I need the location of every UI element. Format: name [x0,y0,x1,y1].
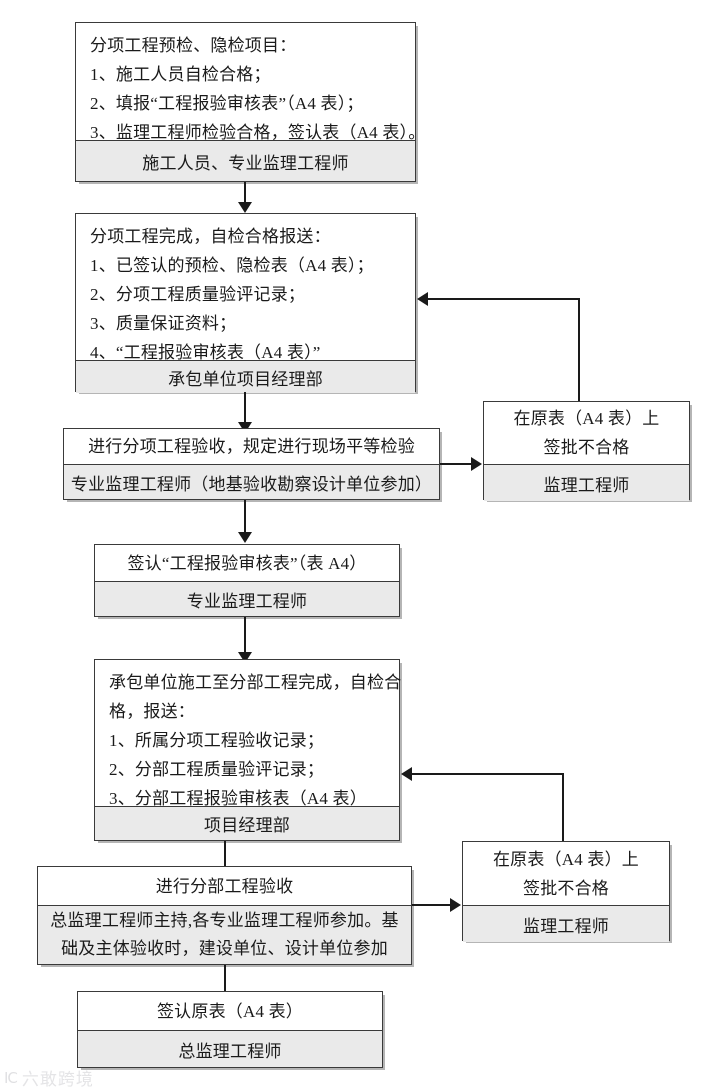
node-3-line-0: 进行分项工程验收，规定进行现场平等检验 [88,437,415,456]
arrowhead-n1-n2 [238,202,252,213]
node-7-role: 总监理工程师 [78,1030,382,1067]
node-5-body: 承包单位施工至分部工程完成，自检合 格，报送： 1、所属分项工程验收记录； 2、… [95,660,402,808]
right-2-role: 监理工程师 [463,905,669,942]
node-6-body: 进行分部工程验收 [38,867,411,905]
node-4-line-0: 签认“工程报验审核表”（表 A4） [127,553,367,573]
connector-r1-n2-horizontal [428,298,580,300]
node-5-line-0: 承包单位施工至分部工程完成，自检合 [109,673,402,692]
right-1-line-1: 签批不合格 [543,438,630,457]
node-sign-original-form: 签认原表（A4 表） 总监理工程师 [77,991,383,1068]
watermark-logo-icon: IC [4,1068,18,1087]
right-2-line-1: 签批不合格 [523,878,609,898]
node-1-line-0: 分项工程预检、隐检项目： [90,36,297,55]
node-1-line-3: 3、监理工程师检验合格，签认表（A4 表）。 [90,123,426,142]
node-4-role: 专业监理工程师 [95,581,399,616]
node-subitem-complete-report: 分项工程完成，自检合格报送： 1、已签认的预检、隐检表（A4 表）； 2、分项工… [75,213,416,393]
node-sign-report-form: 签认“工程报验审核表”（表 A4） 专业监理工程师 [94,544,400,617]
node-5-line-2: 1、所属分项工程验收记录； [109,731,325,750]
node-division-complete-report: 承包单位施工至分部工程完成，自检合 格，报送： 1、所属分项工程验收记录； 2、… [94,659,402,841]
right-2-line-0: 在原表（A4 表）上 [492,849,640,869]
node-reject-sign-1: 在原表（A4 表）上 签批不合格 监理工程师 [483,401,690,501]
right-2-body: 在原表（A4 表）上 签批不合格 [463,842,669,905]
connector-n2-n3 [244,392,246,424]
right-1-role: 监理工程师 [484,464,689,501]
connector-r1-n2-vertical [578,298,580,401]
node-2-line-2: 2、分项工程质量验评记录； [90,285,306,304]
node-5-role: 项目经理部 [95,806,399,840]
node-6-detail-line-1: 础及主体验收时，建设单位、设计单位参加 [61,939,388,958]
node-6-line-0: 进行分部工程验收 [155,876,294,896]
node-1-body: 分项工程预检、隐检项目： 1、施工人员自检合格； 2、填报“工程报验审核表”（A… [76,23,425,142]
connector-n6-n7 [224,965,226,992]
connector-n5-n6 [224,841,226,869]
arrowhead-r2-n5 [401,767,412,781]
right-2-role-label: 监理工程师 [523,916,609,936]
node-1-role-label: 施工人员、专业监理工程师 [142,153,349,173]
connector-n3-n4 [244,500,246,533]
connector-n3-r1 [440,463,472,465]
node-4-role-label: 专业监理工程师 [186,591,308,611]
node-division-acceptance: 进行分部工程验收 总监理工程师主持,各专业监理工程师参加。基 础及主体验收时，建… [37,866,412,965]
node-7-line-0: 签认原表（A4 表） [156,1001,304,1021]
arrowhead-n3-n4 [238,532,252,543]
node-2-line-0: 分项工程完成，自检合格报送： [90,227,331,246]
node-5-line-3: 2、分部工程质量验评记录； [109,760,325,779]
node-2-line-4: 4、“工程报验审核表（A4 表）” [90,343,321,362]
node-7-body: 签认原表（A4 表） [78,992,382,1030]
node-1-role: 施工人员、专业监理工程师 [76,140,415,181]
right-1-line-0: 在原表（A4 表）上 [513,409,660,428]
node-5-line-4: 3、分部工程报验审核表（A4 表） [109,789,367,808]
node-3-role-label: 专业监理工程师（地基验收勘察设计单位参加） [70,474,433,494]
arrowhead-n6-r2 [450,898,461,912]
arrowhead-n4-n5 [238,652,252,663]
node-6-role: 总监理工程师主持,各专业监理工程师参加。基 础及主体验收时，建设单位、设计单位参… [38,905,411,964]
arrowhead-r1-n2 [417,292,428,306]
watermark-text: 六敢跨境 [21,1070,94,1090]
right-1-role-label: 监理工程师 [543,475,630,495]
node-1-line-1: 1、施工人员自检合格； [90,65,271,84]
connector-r2-n5-horizontal [412,773,564,775]
connector-r2-n5-vertical [562,773,564,843]
connector-n6-r2 [412,904,451,906]
node-2-role-label: 承包单位项目经理部 [168,369,323,389]
watermark: IC 六敢跨境 [4,1065,94,1091]
node-3-role: 专业监理工程师（地基验收勘察设计单位参加） [64,464,439,499]
node-7-role-label: 总监理工程师 [178,1041,282,1061]
node-preliminary-inspection: 分项工程预检、隐检项目： 1、施工人员自检合格； 2、填报“工程报验审核表”（A… [75,22,425,182]
arrowhead-n3-r1 [471,457,482,471]
node-reject-sign-2: 在原表（A4 表）上 签批不合格 监理工程师 [462,841,670,942]
right-1-body: 在原表（A4 表）上 签批不合格 [484,402,689,464]
arrowhead-n2-n3 [238,422,252,433]
node-3-body: 进行分项工程验收，规定进行现场平等检验 [64,429,439,464]
node-2-line-1: 1、已签认的预检、隐检表（A4 表）； [90,256,374,275]
node-4-body: 签认“工程报验审核表”（表 A4） [95,545,399,581]
node-6-detail-line-0: 总监理工程师主持,各专业监理工程师参加。基 [50,911,399,930]
node-2-body: 分项工程完成，自检合格报送： 1、已签认的预检、隐检表（A4 表）； 2、分项工… [76,214,415,362]
node-2-line-3: 3、质量保证资料； [90,314,237,333]
node-1-line-2: 2、填报“工程报验审核表”（A4 表）； [90,94,364,113]
node-5-role-label: 项目经理部 [204,816,290,835]
connector-n4-n5 [244,617,246,653]
connector-n1-n2 [244,182,246,203]
node-subitem-acceptance: 进行分项工程验收，规定进行现场平等检验 专业监理工程师（地基验收勘察设计单位参加… [63,428,440,500]
node-5-line-1: 格，报送： [109,702,195,721]
node-2-role: 承包单位项目经理部 [76,360,415,393]
